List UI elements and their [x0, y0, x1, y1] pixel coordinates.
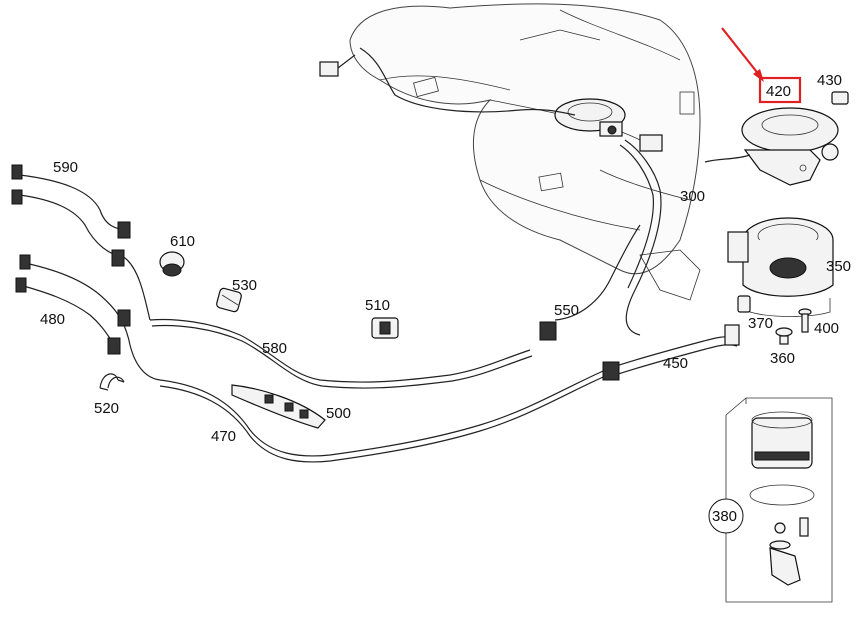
label-430: 430 — [817, 72, 842, 89]
label-530: 530 — [232, 277, 257, 294]
nut-430 — [831, 91, 849, 105]
label-510: 510 — [365, 297, 390, 314]
label-300: 300 — [680, 188, 705, 205]
label-580: 580 — [262, 340, 287, 357]
highlight-420: 420 — [721, 27, 802, 104]
fuel-line-480 — [15, 254, 161, 381]
label-550: 550 — [554, 302, 579, 319]
clip-510 — [371, 317, 399, 339]
grommet-610 — [159, 251, 185, 277]
label-360: 360 — [770, 350, 795, 367]
label-370: 370 — [748, 315, 773, 332]
bracket-420 — [704, 107, 839, 186]
bolt-400 — [798, 308, 812, 333]
fuel-line-550 — [539, 224, 641, 341]
filter-kit-callout-circle — [708, 498, 744, 534]
sensor-370 — [737, 295, 751, 313]
fuel-line-300 — [619, 134, 663, 336]
label-610: 610 — [170, 233, 195, 250]
label-520: 520 — [94, 400, 119, 417]
filter-kit-380 — [725, 397, 833, 603]
fuel-pump-module — [554, 98, 626, 137]
label-450: 450 — [663, 355, 688, 372]
label-480: 480 — [40, 311, 65, 328]
tank-wiring — [319, 47, 576, 116]
fuel-tank — [349, 3, 701, 301]
highlight-arrow-line — [721, 27, 761, 77]
fuel-line-580 — [149, 318, 533, 389]
label-590: 590 — [53, 159, 78, 176]
clamp-530 — [216, 287, 242, 313]
label-350: 350 — [826, 258, 851, 275]
bracket-500 — [231, 384, 326, 429]
fuel-line-450 — [602, 324, 740, 381]
label-500: 500 — [326, 405, 351, 422]
label-400: 400 — [814, 320, 839, 337]
fuel-line-470 — [159, 367, 611, 463]
label-420: 420 — [766, 83, 791, 100]
fuel-filter-housing-350 — [727, 217, 834, 317]
label-470: 470 — [211, 428, 236, 445]
label-380: 380 — [712, 508, 737, 525]
bolt-360 — [775, 327, 793, 345]
spring-clip-520 — [99, 373, 125, 391]
highlight-box — [758, 76, 802, 104]
fuel-line-590 — [11, 164, 151, 321]
